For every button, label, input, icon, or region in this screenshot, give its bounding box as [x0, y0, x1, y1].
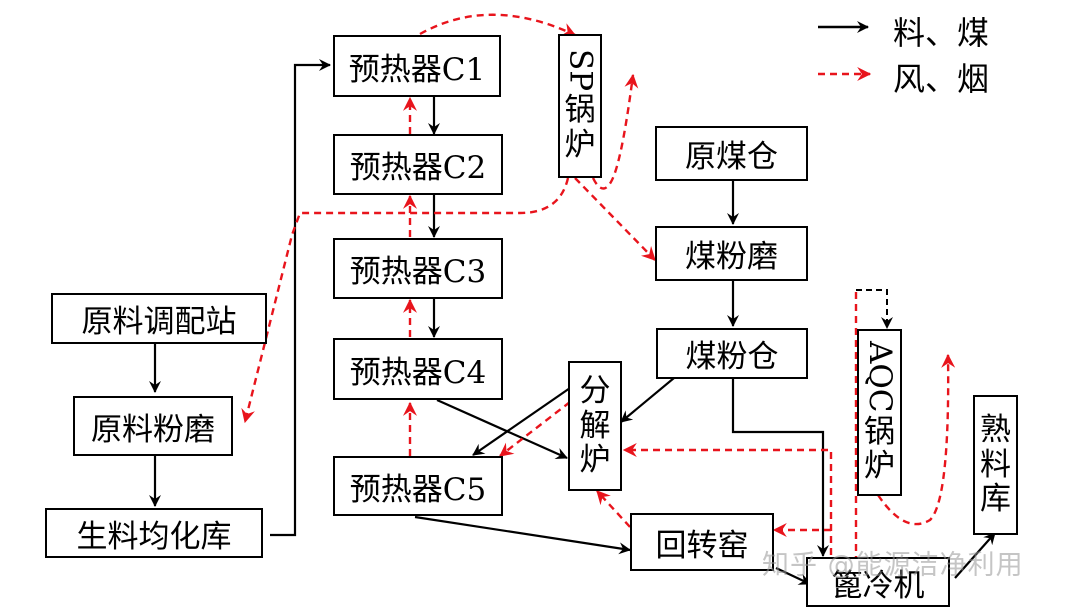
aqc-boiler-char-1: 锅 — [864, 413, 895, 450]
flow-cooler-to-clinker — [954, 532, 996, 579]
calciner-char-3: 炉 — [579, 442, 611, 479]
node-raw-homogenizing-store[interactable]: 生料均化库 — [45, 508, 263, 558]
flow-sp-to-coalmill — [574, 177, 656, 261]
flow-homogenizing-to-c1 — [270, 59, 331, 537]
node-preheater-c1[interactable]: 预热器C1 — [333, 35, 501, 97]
flow-kiln-to-cooler — [775, 567, 811, 585]
flow-sp-to-stack — [591, 73, 639, 190]
node-clinker-store[interactable]: 熟 料 库 — [973, 395, 1018, 535]
sp-boiler-char-2: 炉 — [564, 127, 596, 164]
node-rotary-kiln[interactable]: 回转窑 — [630, 513, 774, 571]
flow-aqc-feed — [856, 289, 893, 329]
node-pulverized-coal-bin[interactable]: 煤粉仓 — [656, 328, 808, 379]
node-coal-mill[interactable]: 煤粉磨 — [655, 226, 808, 281]
legend-air-label: 风、烟 — [893, 60, 990, 98]
aqc-boiler-latin: AQC — [862, 341, 898, 413]
node-raw-coal-bin[interactable]: 原煤仓 — [655, 126, 808, 181]
flow-calciner-to-c5 — [499, 401, 571, 457]
sp-boiler-char-1: 锅 — [564, 92, 596, 129]
flow-c5-to-kiln — [414, 515, 631, 555]
calciner-char-1: 分 — [579, 372, 611, 409]
node-grate-cooler[interactable]: 篦冷机 — [806, 557, 950, 607]
node-sp-boiler[interactable]: SP 锅 炉 — [558, 34, 602, 178]
node-preheater-c4[interactable]: 预热器C4 — [333, 338, 503, 400]
node-preheater-c5[interactable]: 预热器C5 — [333, 456, 503, 516]
flow-c4-to-calciner — [436, 398, 568, 460]
clinker-store-char-3: 库 — [980, 481, 1011, 518]
node-preheater-c2[interactable]: 预热器C2 — [333, 134, 503, 195]
watermark: 知乎 @能源洁净利用 — [762, 550, 1024, 581]
clinker-store-char-2: 料 — [980, 446, 1011, 483]
flow-cooler-to-calciner — [622, 443, 833, 555]
flow-kiln-to-calciner — [596, 490, 631, 528]
node-aqc-boiler[interactable]: AQC 锅 炉 — [857, 329, 902, 496]
legend-material-label: 料、煤 — [893, 14, 990, 52]
flow-coalbin-to-kiln — [731, 379, 829, 557]
node-preheater-c3[interactable]: 预热器C3 — [333, 238, 503, 299]
calciner-char-2: 解 — [579, 407, 611, 444]
node-raw-blending-station[interactable]: 原料调配站 — [51, 293, 267, 344]
aqc-boiler-char-2: 炉 — [864, 448, 895, 485]
node-calciner[interactable]: 分 解 炉 — [568, 361, 622, 491]
flow-calciner-to-c5 — [472, 387, 571, 456]
flow-coalbin-to-calciner — [620, 377, 675, 423]
flow-sp-to-rawmill — [241, 177, 570, 424]
flow-c1-to-sp — [419, 13, 577, 37]
sp-boiler-latin: SP — [562, 49, 599, 92]
node-raw-mill[interactable]: 原料粉磨 — [73, 396, 233, 456]
clinker-store-char-1: 熟 — [980, 411, 1011, 448]
flow-aqc-to-stack — [877, 353, 956, 526]
